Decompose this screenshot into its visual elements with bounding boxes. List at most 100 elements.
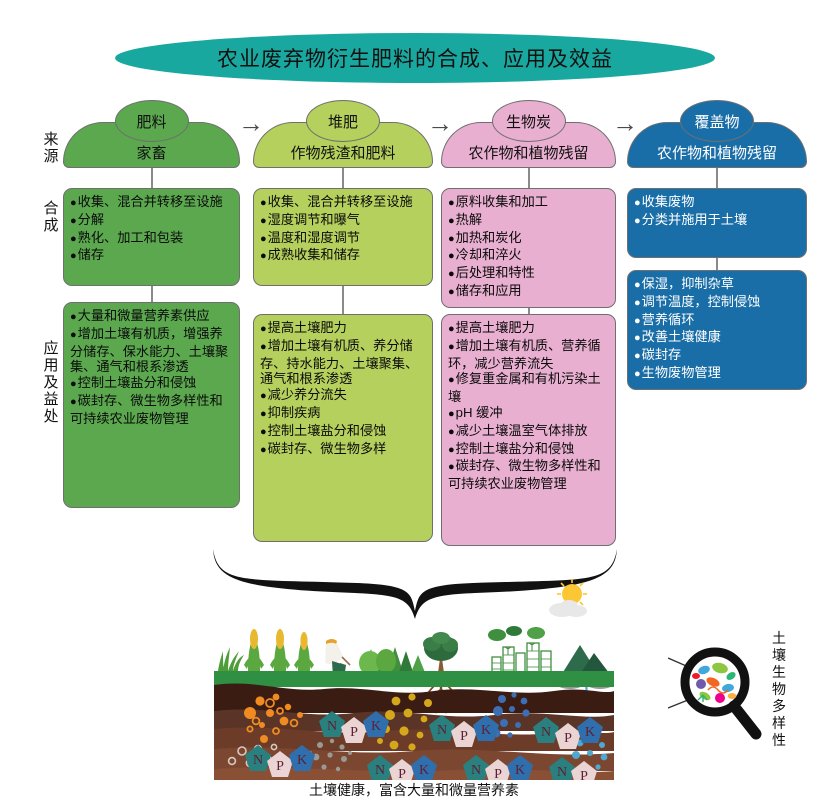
- svg-text:P: P: [398, 767, 406, 780]
- bullet-item: 调节温度，控制侵蚀: [634, 294, 800, 312]
- bullet-item: 成熟收集和储存: [260, 247, 426, 265]
- bullet-item: 分解: [70, 212, 233, 230]
- stem-biochar-1: [527, 168, 530, 190]
- cloud-icon: [549, 600, 587, 617]
- bullet-item: 温度和湿度调节: [260, 230, 426, 248]
- svg-text:N: N: [541, 725, 551, 740]
- bullet-item: 提高土壤肥力: [448, 320, 609, 338]
- stage-header-biochar[interactable]: 农作物和植物残留 生物炭: [441, 100, 616, 170]
- row-label-application: 应用及益处: [43, 340, 59, 425]
- nutrient-particles-orange: [227, 693, 303, 768]
- bullet-item: 熟化、加工和包装: [70, 230, 233, 248]
- bullet-item: 储存和应用: [448, 283, 609, 301]
- arrow-biochar-to-mulch: →: [612, 108, 638, 138]
- svg-text:P: P: [350, 725, 358, 740]
- bullet-item: 控制土壤盐分和侵蚀: [70, 375, 233, 393]
- bullet-item: 增加土壤有机质、养分储存、持水能力、土壤聚集、通气和根系渗透: [260, 338, 426, 387]
- bullet-item: 增加土壤有机质、营养循环，减少营养流失: [448, 338, 609, 372]
- converging-brace: [205, 545, 625, 630]
- bullet-item: 湿度调节和曝气: [260, 212, 426, 230]
- column-compost: 作物残渣和肥料 堆肥 收集、混合并转移至设施湿度调节和曝气温度和湿度调节成熟收集…: [253, 100, 433, 542]
- bullet-item: 增加土壤有机质，增强养分储存、保水能力、土壤聚集、通气和根系渗透: [70, 326, 233, 375]
- magnifier-icon: [667, 638, 773, 763]
- column-mulch: 农作物和植物残留 覆盖物 收集废物分类并施用于土壤 保湿，抑制杂草调节温度，控制…: [627, 100, 807, 390]
- svg-text:N: N: [471, 763, 481, 778]
- svg-text:P: P: [580, 769, 588, 780]
- stem-manure-2: [150, 284, 153, 304]
- bullet-item: 碳封存、微生物多样: [260, 441, 426, 459]
- card-synthesis-compost: 收集、混合并转移至设施湿度调节和曝气温度和湿度调节成熟收集和储存: [253, 188, 433, 286]
- stem-mulch-2: [716, 256, 718, 272]
- bullet-item: 减少养分流失: [260, 387, 426, 405]
- bullet-item: 分类并施用于土壤: [634, 212, 800, 230]
- arrow-compost-to-biochar: →: [427, 108, 453, 138]
- bullet-item: 碳封存、微生物多样性和可持续农业废物管理: [70, 393, 233, 427]
- bullet-item: 加热和炭化: [448, 230, 609, 248]
- svg-text:K: K: [585, 725, 595, 740]
- stage-header-mulch[interactable]: 农作物和植物残留 覆盖物: [627, 100, 807, 170]
- card-application-manure: 大量和微量营养素供应增加土壤有机质，增强养分储存、保水能力、土壤聚集、通气和根系…: [63, 302, 240, 508]
- stage-name-compost: 堆肥: [306, 100, 380, 142]
- corn-plants-icon: [244, 629, 314, 671]
- scene-caption: 土壤健康，富含大量和微量营养素: [309, 782, 519, 798]
- bullet-item: 营养循环: [634, 312, 800, 330]
- soil-cross-section: N P K N P: [214, 625, 614, 780]
- svg-text:P: P: [564, 731, 572, 746]
- svg-text:K: K: [515, 763, 525, 778]
- page-title: 农业废弃物衍生肥料的合成、应用及效益: [217, 48, 613, 71]
- card-synthesis-manure: 收集、混合并转移至设施分解熟化、加工和包装储存: [63, 188, 240, 286]
- npk-cluster: N P K N P: [245, 711, 603, 780]
- svg-text:P: P: [276, 759, 284, 774]
- svg-text:P: P: [494, 767, 502, 780]
- bullet-item: 热解: [448, 212, 609, 230]
- bullet-item: 减少土壤温室气体排放: [448, 423, 609, 441]
- column-manure: 家畜 肥料 收集、混合并转移至设施分解熟化、加工和包装储存 大量和微量营养素供应…: [63, 100, 240, 508]
- stem-mulch-1: [716, 168, 718, 190]
- stem-compost-2: [342, 284, 344, 316]
- bullet-item: 提高土壤肥力: [260, 320, 426, 338]
- row-label-source: 来源: [43, 131, 59, 165]
- svg-text:K: K: [481, 723, 491, 738]
- magnifier-label: 土壤生物多样性: [772, 630, 786, 748]
- grass-icon: [218, 647, 244, 671]
- card-application-mulch: 保湿，抑制杂草调节温度，控制侵蚀营养循环改善土壤健康碳封存生物废物管理: [627, 270, 807, 390]
- bullet-item: 大量和微量营养素供应: [70, 308, 233, 326]
- bullet-item: 收集、混合并转移至设施: [260, 194, 426, 212]
- card-synthesis-mulch: 收集废物分类并施用于土壤: [627, 188, 807, 258]
- stage-name-biochar: 生物炭: [491, 100, 566, 142]
- stem-manure-1: [150, 168, 153, 190]
- nutrient-particles-blue: [491, 692, 530, 738]
- card-application-biochar: 提高土壤肥力增加土壤有机质、营养循环，减少营养流失修复重金属和有机污染土壤pH …: [441, 314, 616, 546]
- card-synthesis-biochar: 原料收集和加工热解加热和炭化冷却和淬火后处理和特性储存和应用: [441, 188, 616, 308]
- landscape-sky: [214, 578, 614, 638]
- svg-text:N: N: [375, 763, 385, 778]
- bullet-item: 修复重金属和有机污染土壤: [448, 371, 609, 405]
- bullet-item: 收集、混合并转移至设施: [70, 194, 233, 212]
- svg-text:K: K: [419, 763, 429, 778]
- stage-name-mulch: 覆盖物: [680, 100, 754, 142]
- stem-compost-1: [342, 168, 344, 190]
- svg-text:P: P: [460, 729, 468, 744]
- card-application-compost: 提高土壤肥力增加土壤有机质、养分储存、持水能力、土壤聚集、通气和根系渗透减少养分…: [253, 314, 433, 542]
- svg-text:N: N: [253, 753, 263, 768]
- bullet-item: 生物废物管理: [634, 365, 800, 383]
- bullet-item: pH 缓冲: [448, 405, 609, 423]
- arrow-manure-to-compost: →: [238, 108, 264, 138]
- bullet-item: 碳封存: [634, 347, 800, 365]
- row-label-synthesis: 合成: [43, 200, 59, 234]
- bullet-item: 原料收集和加工: [448, 194, 609, 212]
- bullet-item: 改善土壤健康: [634, 329, 800, 347]
- svg-text:N: N: [327, 719, 337, 734]
- svg-text:K: K: [297, 753, 307, 768]
- bullet-item: 收集废物: [634, 194, 800, 212]
- bullet-item: 控制土壤盐分和侵蚀: [260, 423, 426, 441]
- column-biochar: 农作物和植物残留 生物炭 原料收集和加工热解加热和炭化冷却和淬火后处理和特性储存…: [441, 100, 616, 546]
- stage-header-manure[interactable]: 家畜 肥料: [63, 100, 240, 170]
- bullet-item: 碳封存、微生物多样性和可持续农业废物管理: [448, 458, 609, 492]
- svg-text:K: K: [371, 719, 381, 734]
- soil-microbes: [692, 662, 737, 703]
- stage-header-compost[interactable]: 作物残渣和肥料 堆肥: [253, 100, 433, 170]
- bullet-item: 控制土壤盐分和侵蚀: [448, 441, 609, 459]
- bullet-item: 冷却和淬火: [448, 247, 609, 265]
